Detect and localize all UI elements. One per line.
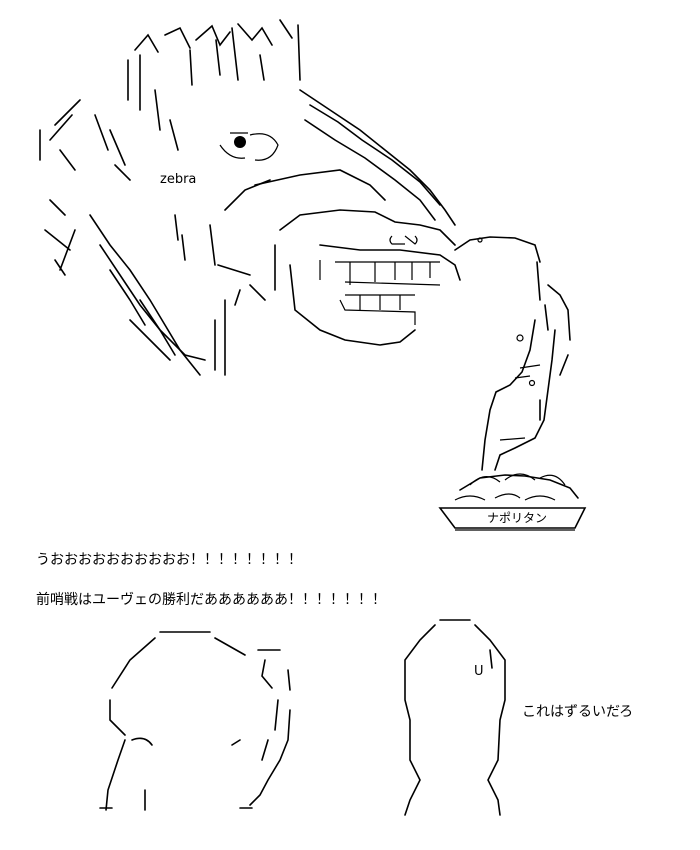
figure-right-art bbox=[404, 619, 506, 816]
figure-left-art bbox=[99, 631, 291, 811]
shout-line: うおおおおおおおおおお！！！！！！！！ bbox=[36, 552, 302, 568]
pasta-plate-art bbox=[438, 236, 587, 531]
zebra-head-art bbox=[39, 19, 461, 376]
figure-tag-letter: U bbox=[474, 664, 484, 679]
zebra-label: zebra bbox=[160, 172, 197, 187]
result-line: 前哨戦はユーヴェの勝利だああああああ！！！！！！！ bbox=[36, 592, 386, 608]
comment-line: これはずるいだろ bbox=[522, 704, 634, 720]
plate-label: ナポリタン bbox=[487, 511, 548, 525]
